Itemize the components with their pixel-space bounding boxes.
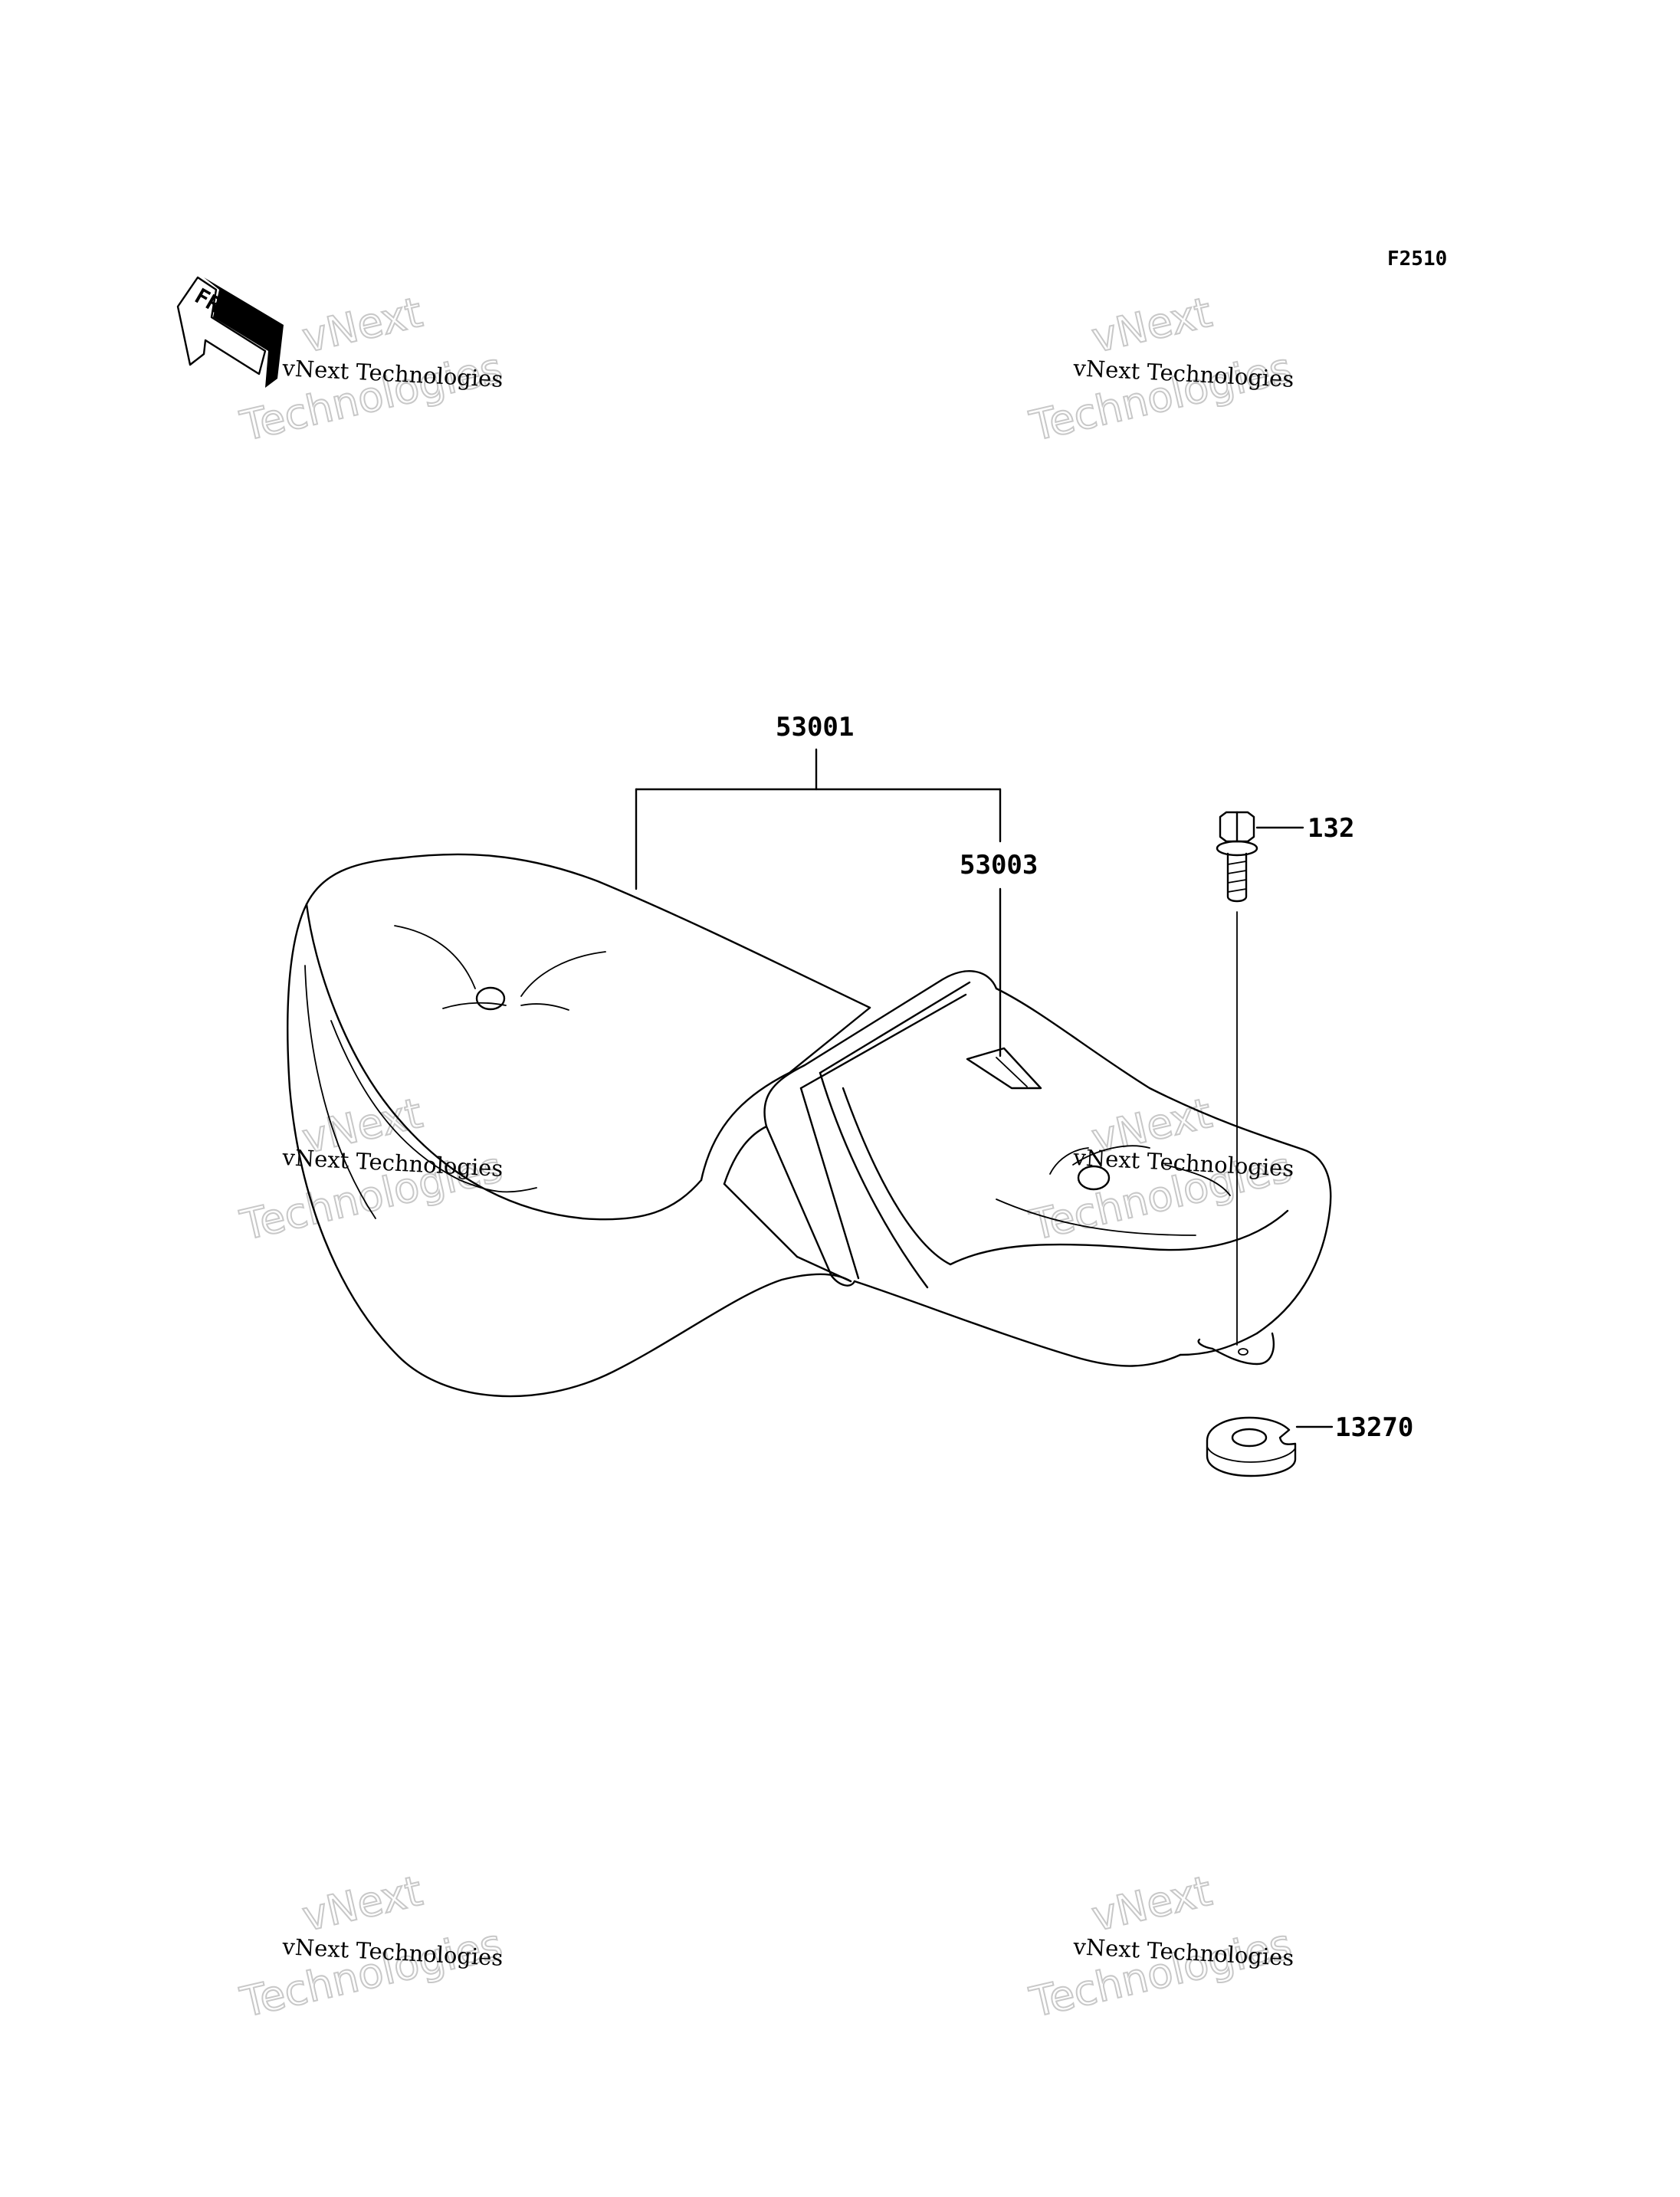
part-label-53001: 53001	[776, 712, 854, 743]
leader-lines	[635, 748, 1334, 1428]
part-label-53003: 53003	[960, 850, 1038, 880]
collar-13270-drawing	[1206, 1416, 1297, 1477]
watermark-company-text: Technologies	[236, 1920, 507, 2027]
part-label-132: 132	[1308, 813, 1354, 844]
watermark-brand-text: vNext	[1088, 1867, 1216, 1941]
watermark-brand-text: vNext	[298, 288, 427, 362]
figure-code: F2510	[1387, 248, 1447, 271]
watermark-brand-text: vNext	[298, 1867, 427, 1941]
seat-assembly-drawing	[287, 853, 1332, 1398]
watermark-bottom-left: vNext Technologies vNext Technologies	[235, 1866, 507, 2028]
watermark-company-text: Technologies	[1025, 1920, 1296, 2027]
watermark-brand-text: vNext	[1088, 288, 1216, 362]
watermark-middle-left: vNext Technologies vNext Technologies	[235, 1088, 507, 1251]
watermark-middle-right: vNext Technologies vNext Technologies	[1025, 1088, 1297, 1251]
watermark-bottom-right: vNext Technologies vNext Technologies	[1025, 1866, 1297, 2028]
front-direction-arrow-icon: FRONT	[176, 276, 284, 388]
bolt-132-drawing	[1216, 811, 1258, 903]
part-label-13270: 13270	[1335, 1412, 1413, 1443]
watermark-top-right: vNext Technologies vNext Technologies	[1025, 287, 1297, 451]
